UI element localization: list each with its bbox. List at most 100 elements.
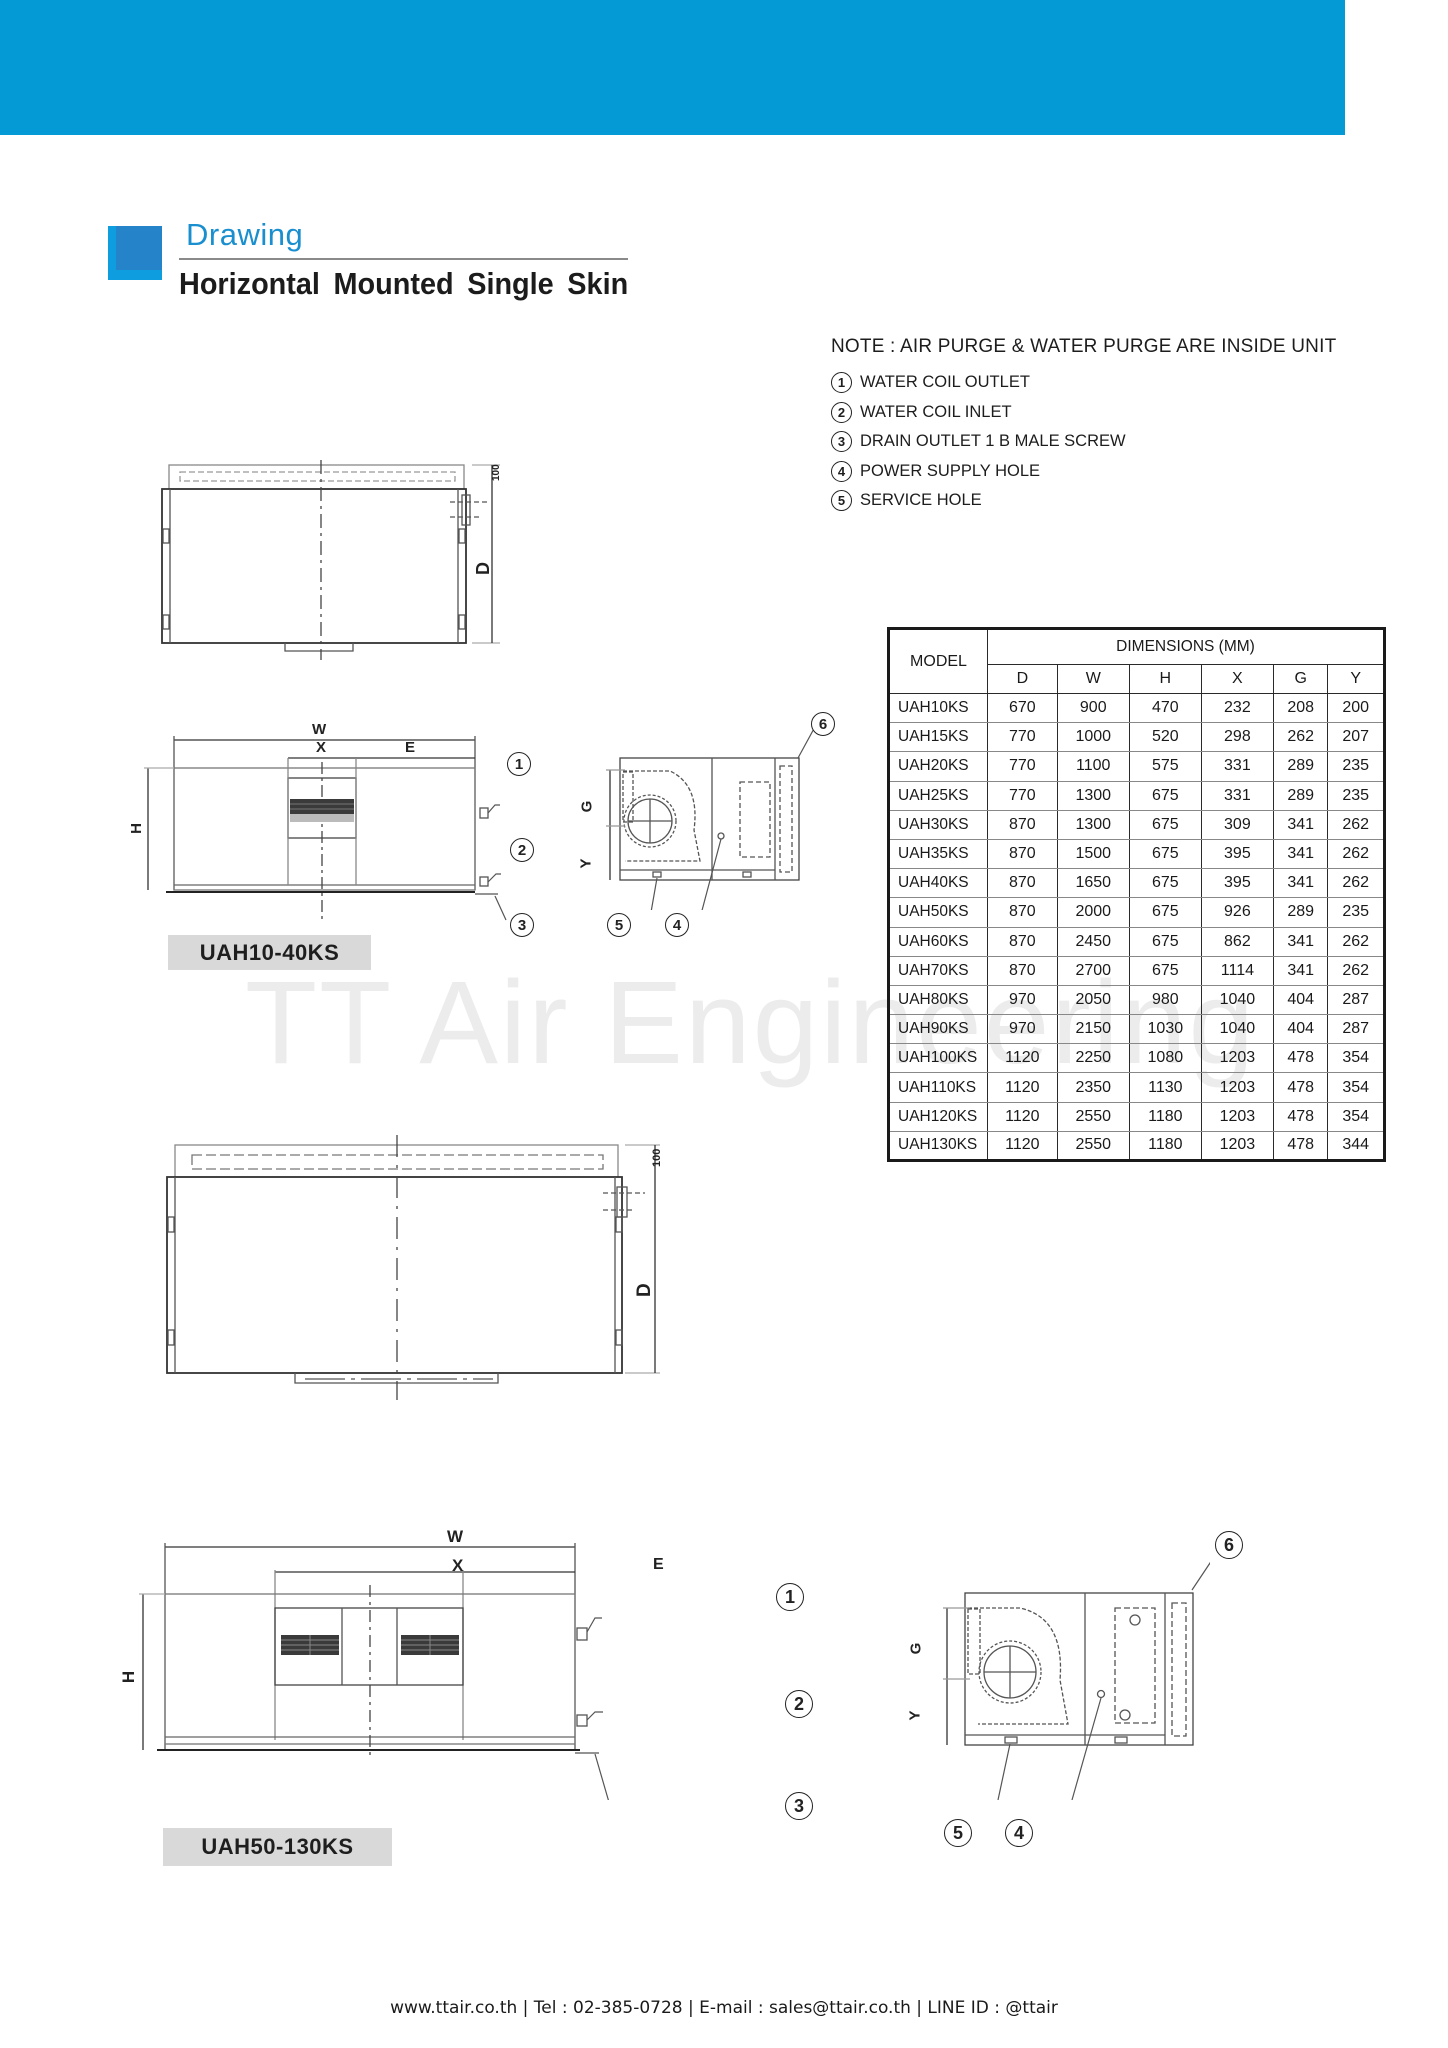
cell-g: 289 [1272,751,1329,782]
cell-model: UAH80KS [888,984,988,1016]
cell-w: 1500 [1056,838,1130,870]
column-header-model: MODEL [888,628,988,694]
cell-h: 520 [1128,722,1202,753]
dim-label-x: X [316,739,327,756]
cell-x: 331 [1200,780,1274,811]
cell-g: 478 [1272,1101,1329,1132]
cell-x: 395 [1200,838,1274,870]
dim-label-e: E [405,739,416,756]
cell-d: 670 [987,692,1058,724]
side-view-drawing-small [606,730,814,910]
cell-y: 262 [1327,809,1385,840]
callout-2: 2 [510,838,534,862]
dim-label-100: 100 [651,1149,663,1167]
cell-g: 478 [1272,1043,1329,1074]
cell-x: 1203 [1200,1130,1274,1162]
cell-w: 1300 [1056,809,1130,840]
cell-h: 675 [1128,838,1202,870]
cell-y: 344 [1327,1130,1385,1162]
cell-y: 354 [1327,1043,1385,1074]
cell-x: 331 [1200,751,1274,782]
callout-4: 4 [665,913,689,937]
cell-d: 870 [987,926,1058,957]
notes-legend: NOTE : AIR PURGE & WATER PURGE ARE INSID… [831,336,1336,516]
cell-y: 262 [1327,838,1385,870]
top-view-drawing-small: 100 D [161,460,502,660]
dim-label-w: W [312,721,327,738]
cell-g: 341 [1272,926,1329,957]
cell-model: UAH25KS [888,780,988,811]
cell-h: 675 [1128,955,1202,986]
dim-label-x: X [452,1556,464,1575]
cell-y: 235 [1327,751,1385,782]
dim-label-h: H [127,823,145,834]
cell-h: 1030 [1128,1014,1202,1045]
dim-label-d: D [634,1283,655,1297]
cell-y: 262 [1327,868,1385,899]
cell-x: 1040 [1200,984,1274,1016]
cell-h: 675 [1128,780,1202,811]
dim-label-y: Y [906,1710,924,1721]
cell-y: 262 [1327,926,1385,957]
cell-model: UAH120KS [888,1101,988,1132]
cell-w: 2150 [1056,1014,1130,1045]
cell-d: 970 [987,1014,1058,1045]
legend-item: 3 DRAIN OUTLET 1 B MALE SCREW [831,427,1336,457]
section-title: Drawing [186,217,304,252]
legend-label: WATER COIL INLET [860,402,1012,421]
callout-6: 6 [1215,1531,1243,1559]
cell-w: 2050 [1056,984,1130,1016]
side-view-drawing-large [943,1561,1210,1800]
cell-model: UAH50KS [888,897,988,928]
legend-label: DRAIN OUTLET 1 B MALE SCREW [860,432,1126,451]
cell-d: 970 [987,984,1058,1016]
column-header-y: Y [1327,664,1385,694]
cell-h: 1130 [1128,1072,1202,1103]
cell-model: UAH35KS [888,838,988,870]
cell-w: 1650 [1056,868,1130,899]
circled-number-icon: 5 [831,490,852,512]
cell-model: UAH60KS [888,926,988,957]
cell-h: 675 [1128,897,1202,928]
cell-x: 1040 [1200,1014,1274,1045]
cell-x: 1203 [1200,1101,1274,1132]
cell-model: UAH30KS [888,809,988,840]
cell-d: 1120 [987,1072,1058,1103]
cell-model: UAH110KS [888,1072,988,1103]
front-view-drawing-large [139,1543,609,1800]
circled-number-icon: 3 [831,431,852,453]
cell-g: 208 [1272,692,1329,724]
dim-label-100: 100 [491,464,502,481]
cell-x: 395 [1200,868,1274,899]
cell-y: 200 [1327,692,1385,724]
column-header-g: G [1272,664,1329,694]
circled-number-icon: 1 [831,372,852,394]
callout-1: 1 [507,752,531,776]
footer-contact: www.ttair.co.th | Tel : 02-385-0728 | E-… [390,1998,1058,2018]
column-group-header: DIMENSIONS (MM) [987,628,1385,665]
cell-d: 870 [987,809,1058,840]
column-header-w: W [1056,664,1130,694]
cell-model: UAH70KS [888,955,988,986]
callout-5: 5 [944,1819,972,1847]
cell-model: UAH15KS [888,722,988,753]
model-label-large: UAH50-130KS [163,1828,392,1866]
cell-y: 235 [1327,780,1385,811]
cell-d: 870 [987,955,1058,986]
cell-g: 404 [1272,1014,1329,1045]
cell-h: 575 [1128,751,1202,782]
circled-number-icon: 4 [831,460,852,482]
cell-y: 354 [1327,1101,1385,1132]
cell-g: 341 [1272,955,1329,986]
cell-w: 2000 [1056,897,1130,928]
